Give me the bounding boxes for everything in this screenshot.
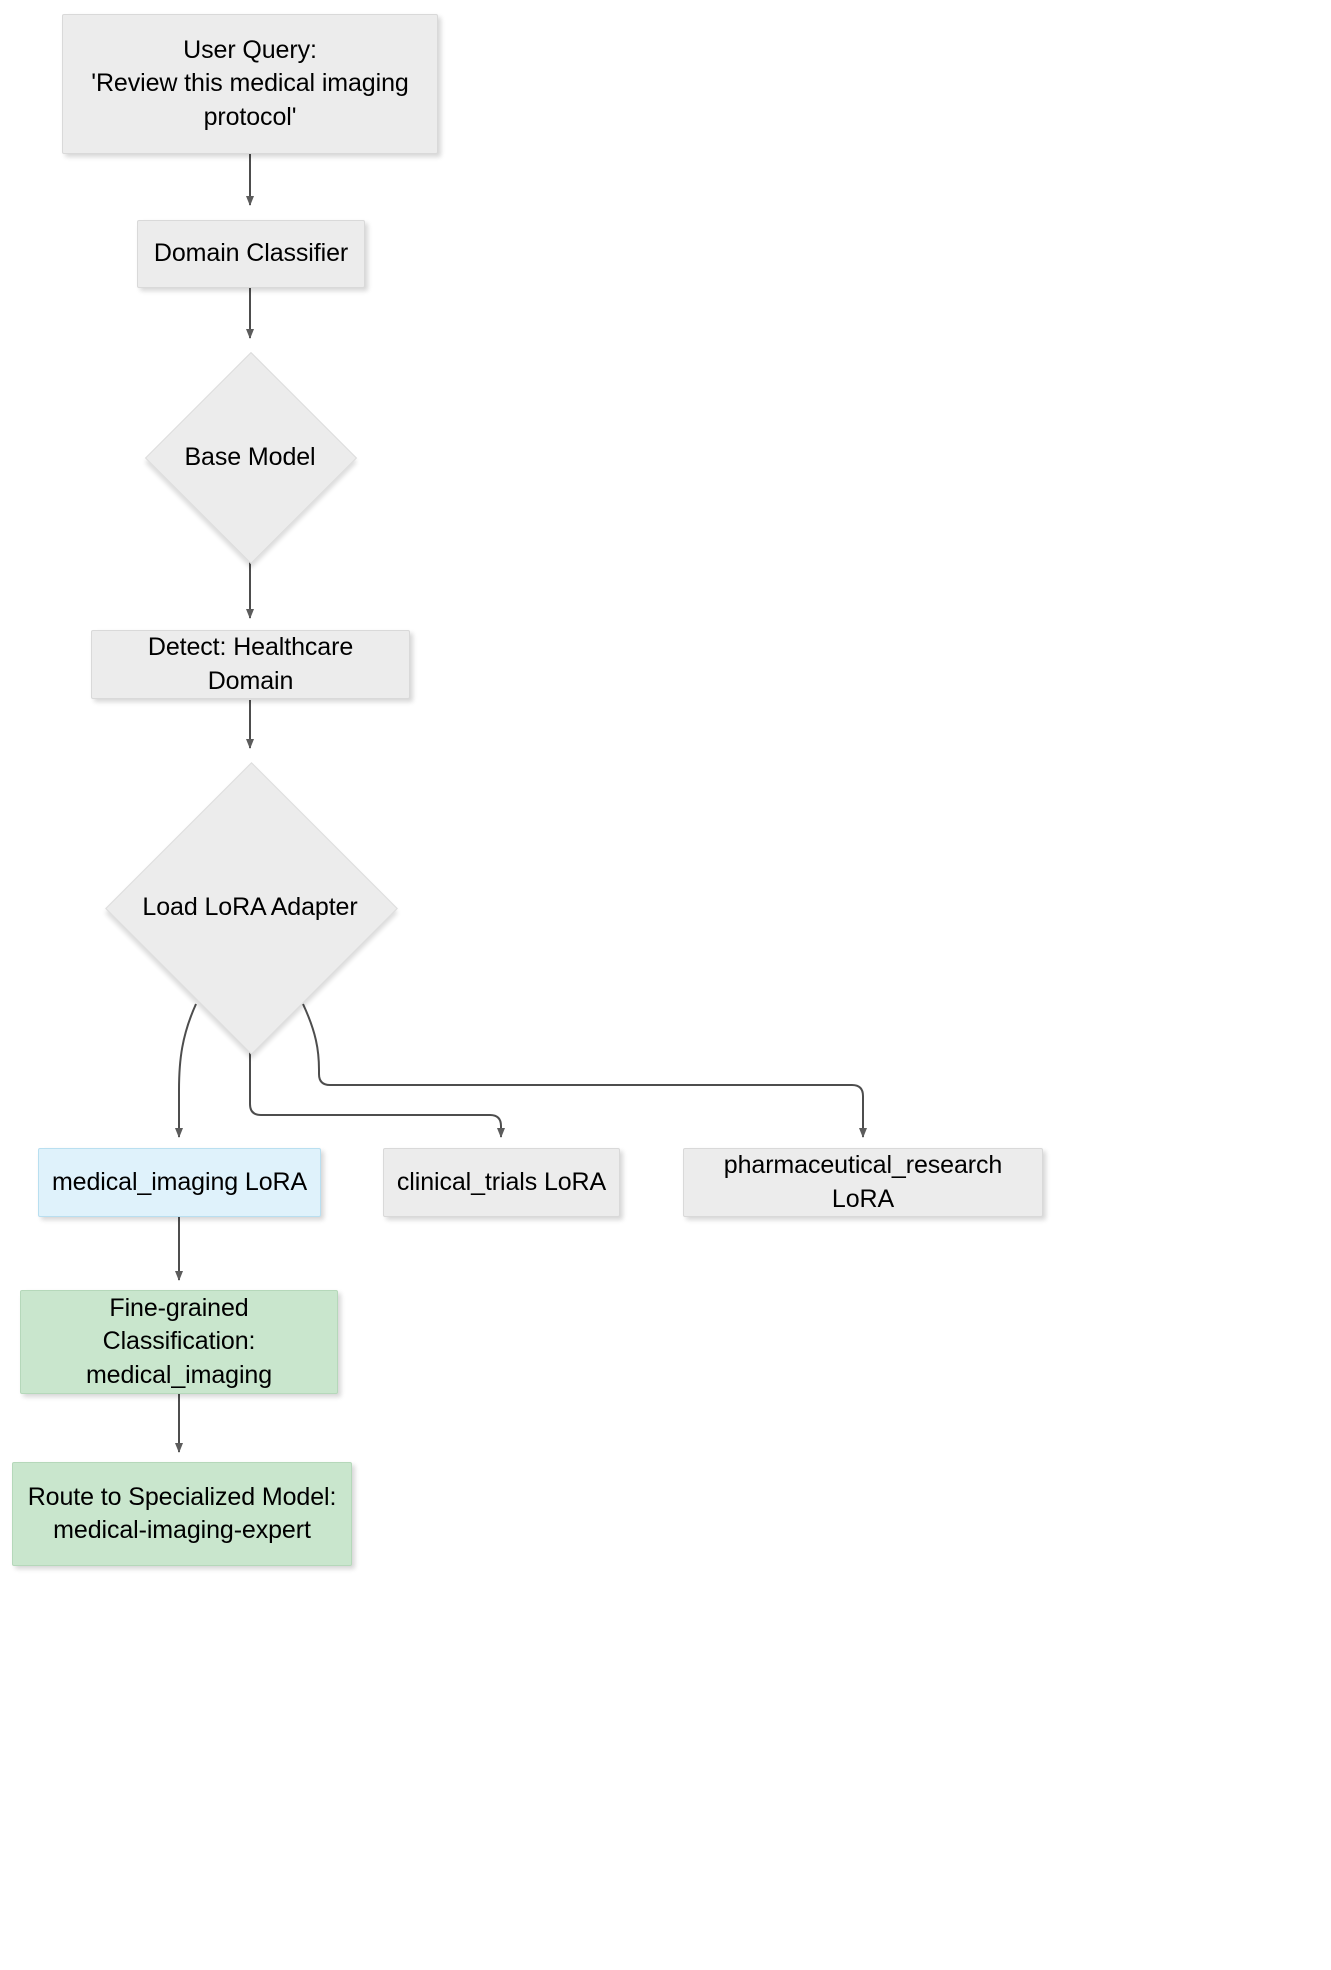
node-base-model[interactable]: Base Model bbox=[144, 351, 358, 565]
node-detect-healthcare-domain[interactable]: Detect: Healthcare Domain bbox=[91, 630, 410, 699]
node-domain-classifier[interactable]: Domain Classifier bbox=[137, 220, 365, 288]
node-fine-grained-classification-label: Fine-grained Classification: medical_ima… bbox=[85, 1294, 273, 1389]
node-load-lora-adapter-label: Load LoRA Adapter bbox=[142, 892, 358, 921]
node-route-to-specialized-model-label: Route to Specialized Model: medical-imag… bbox=[27, 1482, 337, 1544]
node-clinical-trials-lora-label: clinical_trials LoRA bbox=[396, 1167, 607, 1196]
node-load-lora-adapter[interactable]: Load LoRA Adapter bbox=[104, 761, 398, 1055]
node-medical-imaging-lora-label: medical_imaging LoRA bbox=[51, 1167, 308, 1196]
node-fine-grained-classification[interactable]: Fine-grained Classification: medical_ima… bbox=[20, 1290, 338, 1394]
node-medical-imaging-lora[interactable]: medical_imaging LoRA bbox=[38, 1148, 321, 1217]
node-pharmaceutical-research-lora-label: pharmaceutical_research LoRA bbox=[723, 1151, 1003, 1213]
node-domain-classifier-label: Domain Classifier bbox=[153, 239, 349, 268]
node-user-query[interactable]: User Query: 'Review this medical imaging… bbox=[62, 14, 438, 154]
node-route-to-specialized-model[interactable]: Route to Specialized Model: medical-imag… bbox=[12, 1462, 352, 1566]
node-base-model-label: Base Model bbox=[184, 442, 316, 471]
node-clinical-trials-lora[interactable]: clinical_trials LoRA bbox=[383, 1148, 620, 1217]
node-user-query-label: User Query: 'Review this medical imaging… bbox=[91, 36, 409, 131]
node-pharmaceutical-research-lora[interactable]: pharmaceutical_research LoRA bbox=[683, 1148, 1043, 1217]
edge-load-lora-adapter-to-clinical-trials-lora bbox=[249, 1047, 505, 1138]
node-detect-healthcare-domain-label: Detect: Healthcare Domain bbox=[147, 633, 354, 695]
